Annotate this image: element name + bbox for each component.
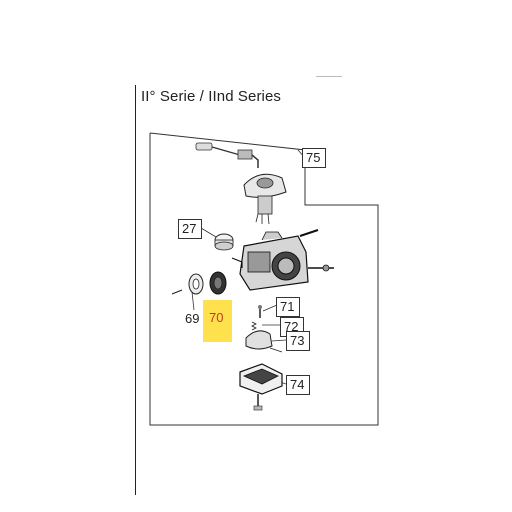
- callout-box-75: 75: [302, 148, 326, 168]
- needle-rod-part: [195, 142, 259, 168]
- callout-72: 72: [284, 319, 299, 334]
- callout-74: 74: [290, 377, 305, 392]
- part-74-float-bowl: [239, 363, 283, 411]
- part-27-cap: [214, 233, 234, 251]
- callout-70-highlight[interactable]: [203, 300, 232, 342]
- callout-75: 75: [306, 150, 321, 165]
- leader-27: [200, 227, 217, 238]
- part-69-gasket: [171, 273, 204, 295]
- callout-box-71: 71: [276, 297, 300, 317]
- top-cap-assembly: [243, 173, 287, 225]
- frame-left-border: [135, 85, 136, 495]
- callout-73: 73: [290, 333, 305, 348]
- part-71-screw: [258, 305, 262, 318]
- top-rule: [316, 76, 342, 77]
- callout-69: 69: [185, 311, 200, 326]
- callout-box-73: 73: [286, 331, 310, 351]
- callout-box-74: 74: [286, 375, 310, 395]
- part-73-float-bowl-cover: [245, 330, 283, 353]
- callout-box-27: 27: [178, 219, 202, 239]
- leader-73: [271, 339, 287, 342]
- leader-69: [191, 291, 195, 311]
- callout-70[interactable]: 70: [209, 310, 224, 325]
- page-title: II° Serie / IInd Series: [141, 88, 282, 105]
- carburetor-body: [231, 229, 334, 291]
- callout-71: 71: [280, 299, 295, 314]
- callout-27: 27: [182, 221, 197, 236]
- part-72-spring: [251, 321, 257, 331]
- part-70-diaphragm: [209, 271, 227, 295]
- leader-71: [262, 304, 278, 312]
